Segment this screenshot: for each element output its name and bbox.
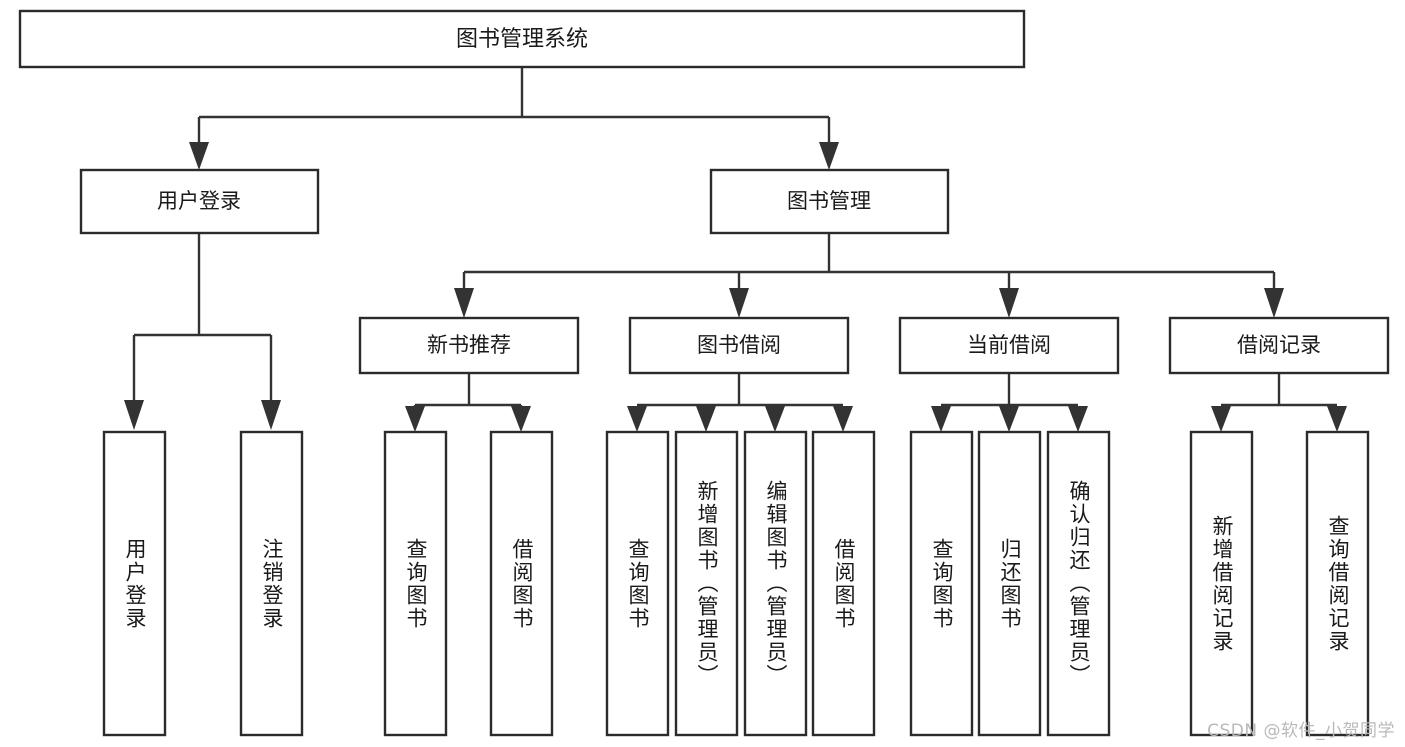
leaf-box-bb-query-book[interactable] bbox=[605, 430, 670, 737]
leaf-box-user-login[interactable] bbox=[102, 430, 167, 737]
node-book-management[interactable]: 图书管理 bbox=[709, 168, 950, 235]
leaf-box-bb-edit-book[interactable] bbox=[743, 430, 808, 737]
arrow-head-user-login bbox=[189, 142, 209, 170]
node-current-borrow-label: 当前借阅 bbox=[967, 333, 1051, 357]
leaf-box-bb-borrow-book[interactable] bbox=[811, 430, 876, 737]
arrow-head-cb-leaf-2 bbox=[999, 406, 1019, 432]
connector-group-new-book-to-leaves bbox=[405, 373, 531, 432]
leaf-box-nb-query-book[interactable] bbox=[383, 430, 448, 737]
node-book-management-label: 图书管理 bbox=[787, 189, 871, 213]
leaf-group-user-login bbox=[102, 430, 304, 737]
leaf-box-br-add-record[interactable] bbox=[1189, 430, 1254, 737]
node-current-borrow[interactable]: 当前借阅 bbox=[898, 316, 1120, 375]
leaf-group-new-book-recommend bbox=[383, 430, 554, 737]
node-book-management-box[interactable] bbox=[709, 168, 950, 235]
watermark-text: CSDN @软件_小贺同学 bbox=[1207, 721, 1395, 741]
arrow-head-borrow-record bbox=[1264, 288, 1284, 318]
node-new-book-recommend-box[interactable] bbox=[358, 316, 580, 375]
arrow-head-br-leaf-1 bbox=[1211, 406, 1231, 432]
arrow-head-bb-leaf-1 bbox=[627, 406, 647, 432]
connector-group-user-login-to-leaves bbox=[124, 233, 281, 430]
node-book-borrow-box[interactable] bbox=[628, 316, 850, 375]
connector-group-current-borrow-to-leaves bbox=[931, 373, 1088, 432]
arrow-head-cb-leaf-1 bbox=[931, 406, 951, 432]
node-new-book-recommend[interactable]: 新书推荐 bbox=[358, 316, 580, 375]
arrow-head-bb-leaf-4 bbox=[833, 406, 853, 432]
leaf-group-borrow-record bbox=[1189, 430, 1370, 737]
node-root-label: 图书管理系统 bbox=[456, 27, 588, 52]
node-root-box[interactable] bbox=[18, 9, 1026, 69]
arrow-head-bb-leaf-2 bbox=[696, 406, 716, 432]
leaf-box-cb-query-book[interactable] bbox=[909, 430, 974, 737]
node-root-book-management-system[interactable]: 图书管理系统 bbox=[18, 9, 1026, 69]
node-borrow-record-box[interactable] bbox=[1168, 316, 1390, 375]
node-current-borrow-box[interactable] bbox=[898, 316, 1120, 375]
connector-group-borrow-record-to-leaves bbox=[1211, 373, 1347, 432]
arrow-head-nb-leaf-2 bbox=[511, 406, 531, 432]
node-book-borrow-label: 图书借阅 bbox=[697, 333, 781, 357]
arrow-head-new-book bbox=[454, 288, 474, 318]
node-borrow-record[interactable]: 借阅记录 bbox=[1168, 316, 1390, 375]
node-borrow-record-label: 借阅记录 bbox=[1237, 333, 1321, 357]
leaf-box-cb-return-book[interactable] bbox=[977, 430, 1042, 737]
arrow-head-leaf-logout bbox=[261, 400, 281, 430]
node-user-login[interactable]: 用户登录 bbox=[79, 168, 320, 235]
arrow-head-cb-leaf-3 bbox=[1068, 406, 1088, 432]
arrow-head-bb-leaf-3 bbox=[765, 406, 785, 432]
arrow-head-leaf-user-login bbox=[124, 400, 144, 430]
leaf-box-logout[interactable] bbox=[239, 430, 304, 737]
leaf-box-bb-add-book[interactable] bbox=[674, 430, 739, 737]
node-new-book-recommend-label: 新书推荐 bbox=[427, 333, 511, 357]
arrow-head-book-manage bbox=[819, 142, 839, 170]
arrow-head-nb-leaf-1 bbox=[405, 406, 425, 432]
leaf-box-nb-borrow-book[interactable] bbox=[489, 430, 554, 737]
connector-group-book-manage-to-level3 bbox=[454, 233, 1284, 318]
arrow-head-current-borrow bbox=[999, 288, 1019, 318]
arrow-head-book-borrow bbox=[729, 288, 749, 318]
arrow-head-br-leaf-2 bbox=[1327, 406, 1347, 432]
leaf-box-br-query-record[interactable] bbox=[1305, 430, 1370, 737]
node-user-login-label: 用户登录 bbox=[157, 189, 241, 213]
node-user-login-box[interactable] bbox=[79, 168, 320, 235]
leaf-group-current-borrow bbox=[909, 430, 1111, 737]
leaf-box-cb-confirm-return[interactable] bbox=[1046, 430, 1111, 737]
connector-group-book-borrow-to-leaves bbox=[627, 373, 853, 432]
connector-group-root-to-level2 bbox=[189, 67, 839, 170]
node-book-borrow[interactable]: 图书借阅 bbox=[628, 316, 850, 375]
leaf-group-book-borrow bbox=[605, 430, 876, 737]
